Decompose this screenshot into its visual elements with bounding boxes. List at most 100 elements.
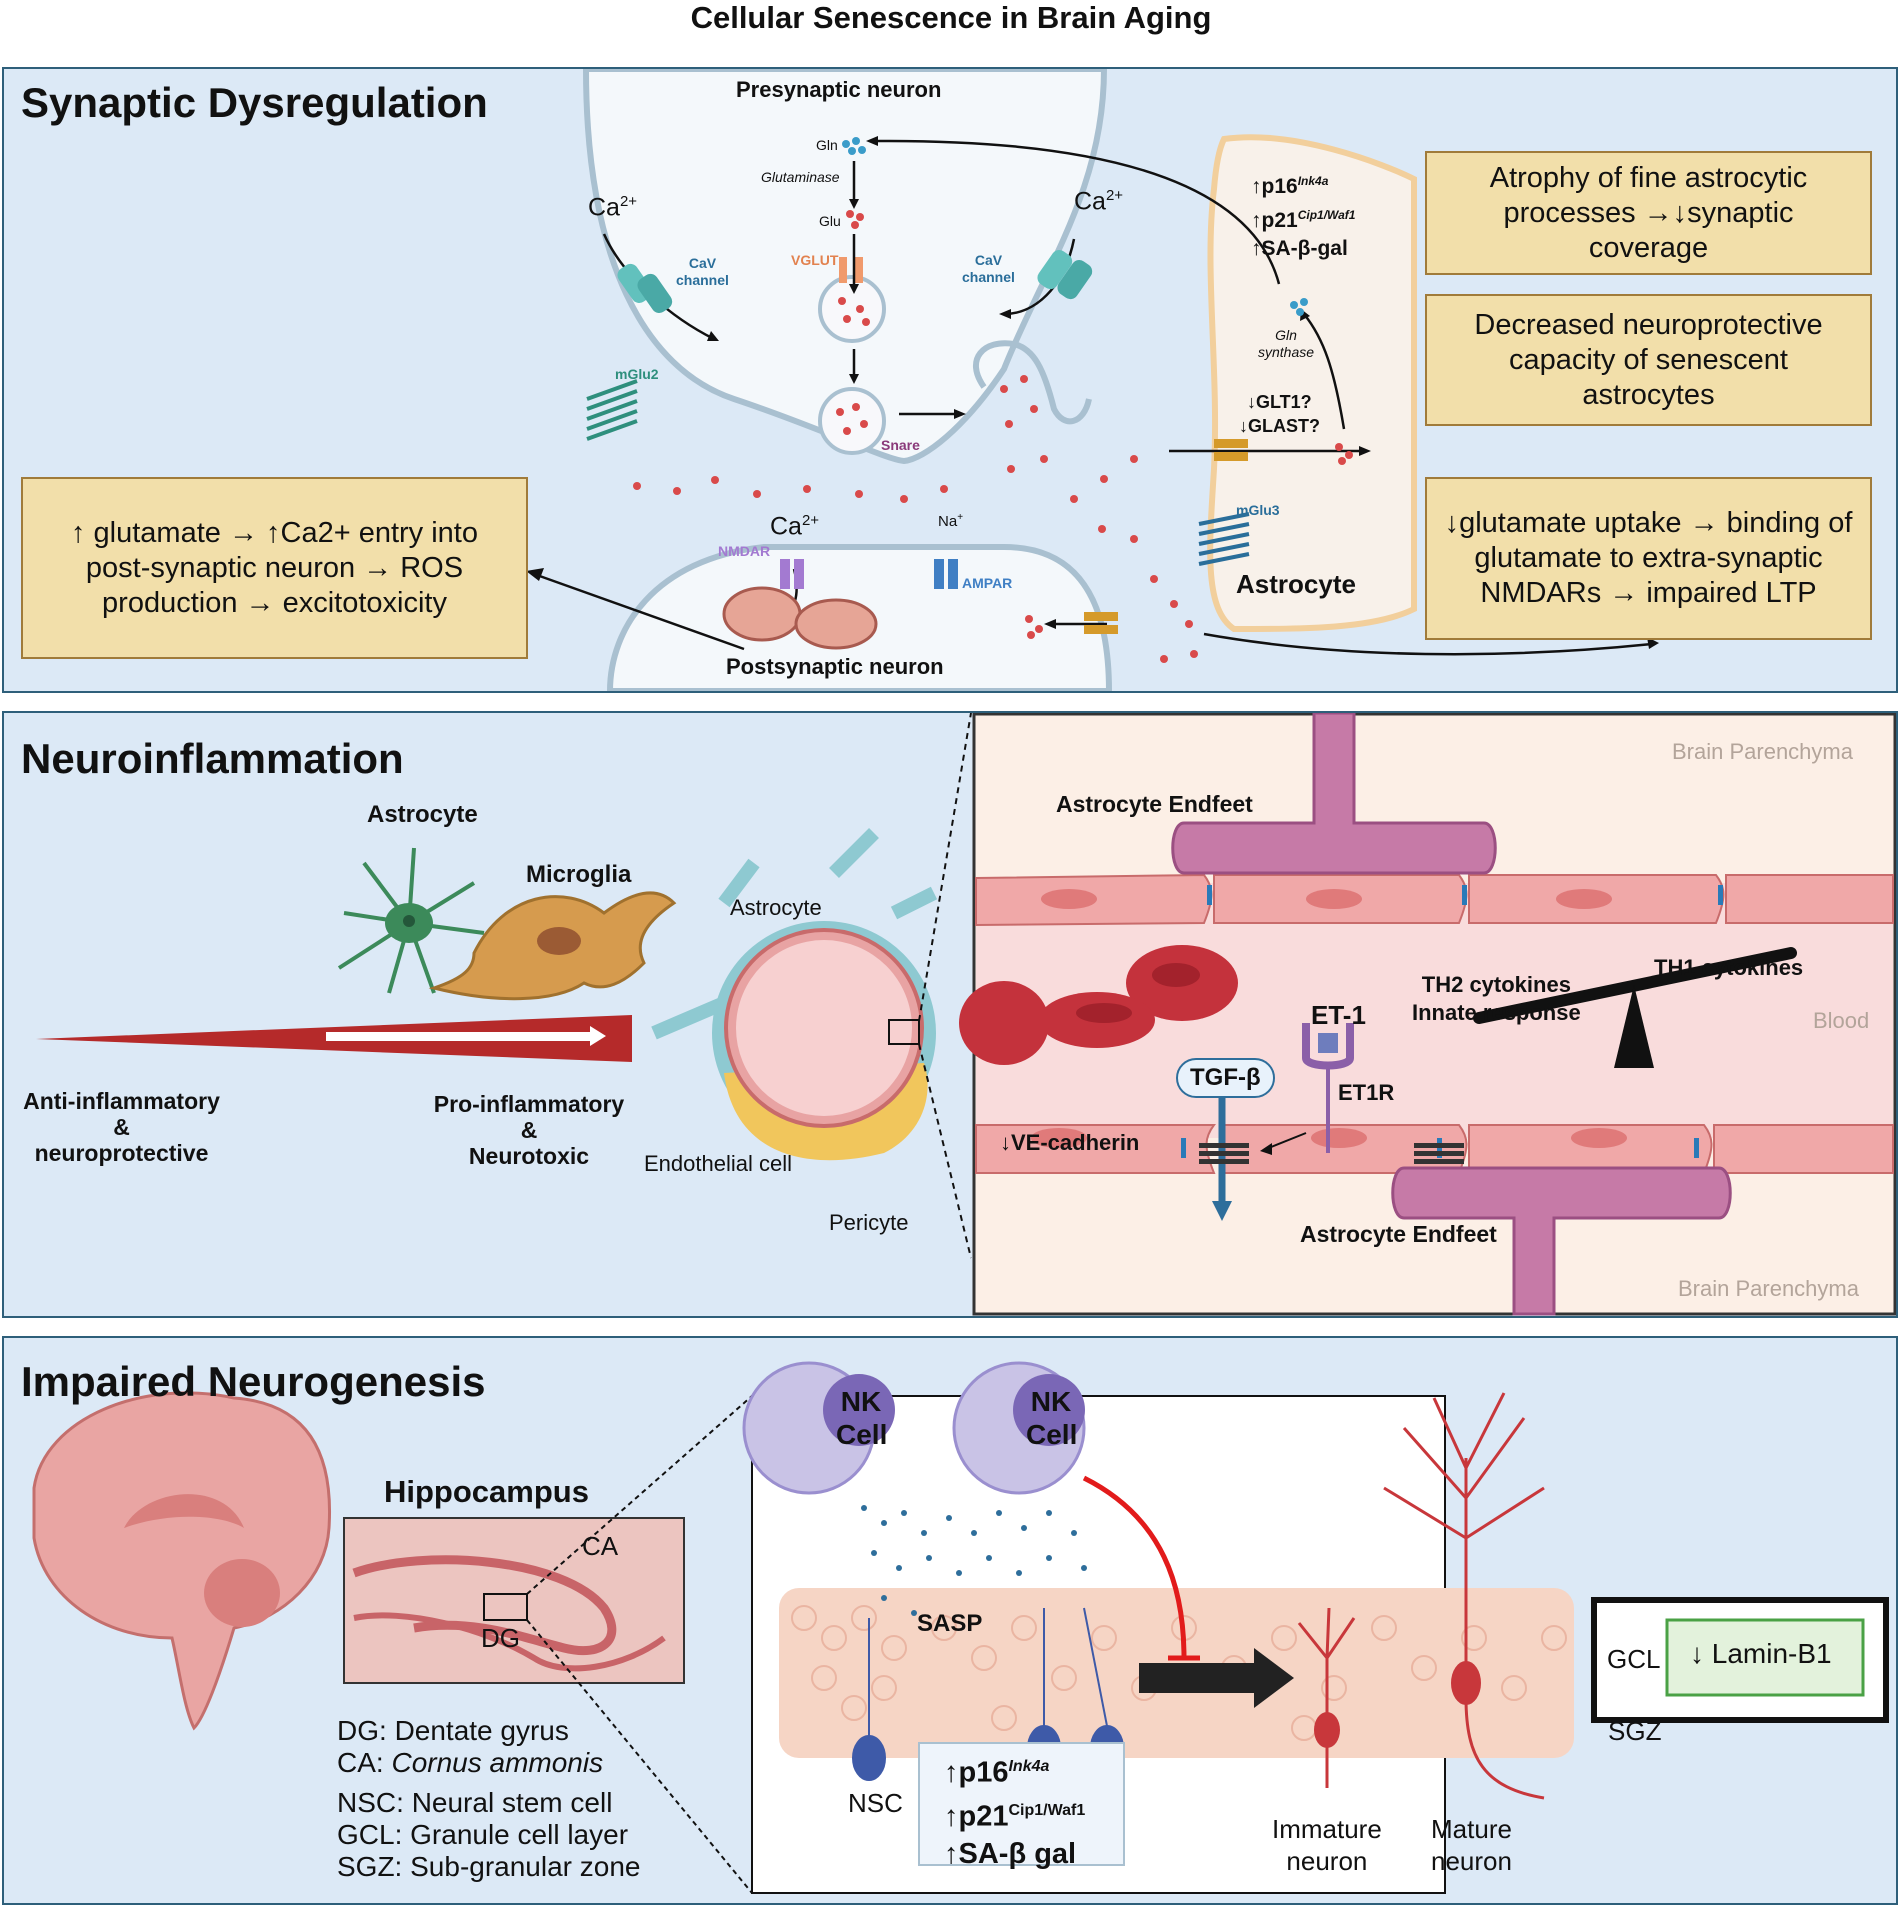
panel2-title: Neuroinflammation (21, 735, 404, 782)
mglu2-receptor (586, 379, 638, 441)
mitochondrion-1 (722, 586, 802, 642)
lamin-box (1665, 1618, 1865, 1697)
panel-neuroinflammation: Neuroinflammation Astrocyte Microglia An… (2, 711, 1898, 1318)
neuroprotective-box: Decreased neuroprotective capacity of se… (1425, 294, 1872, 426)
th1-label: TH1 cytokines (1654, 955, 1804, 980)
presynaptic-spine (973, 340, 1092, 425)
gln-label: Gln (816, 137, 838, 153)
vesicle-2 (818, 387, 886, 455)
sgz-label: SGZ (1608, 1716, 1662, 1746)
glast-label: ↓GLAST? (1239, 416, 1320, 436)
panel-impaired-neurogenesis: Impaired Neurogenesis Hippocampus CA DG … (2, 1336, 1898, 1905)
synapse-illustration (526, 69, 1659, 691)
gln-astrocyte-dots (1290, 298, 1308, 316)
mglu2-label: mGlu2 (615, 366, 659, 382)
legend-ca: CA: Cornus ammonis (337, 1747, 604, 1778)
na-label: Na+ (938, 512, 964, 530)
nsc-label: NSC (848, 1788, 903, 1818)
seesaw-fulcrum (1614, 985, 1654, 1068)
marker-p16: ↑p16Ink4a (1251, 174, 1329, 198)
astrocyte-cell (337, 847, 485, 994)
astrocyte-body (1207, 134, 1417, 633)
brain-sagittal (32, 1391, 332, 1731)
endothelial-top (975, 873, 1894, 927)
tgf-beta-badge: TGF-β (1176, 1058, 1275, 1098)
pro-inflammatory-label: Pro-inflammatory&Neurotoxic (433, 1091, 625, 1169)
mature-neuron (1383, 1392, 1545, 1800)
dg-region-label: DG (481, 1623, 520, 1653)
nsc-marker-box (918, 1742, 1125, 1866)
blood-label: Blood (1813, 1008, 1870, 1033)
nk-cell-2 (952, 1361, 1086, 1495)
astrocyte-cell-label: Astrocyte (367, 801, 478, 828)
panel-synaptic-dysregulation: Synaptic Dysregulation Presynaptic neuro… (2, 67, 1898, 693)
atrophy-box: Atrophy of fine astrocytic processes →↓s… (1425, 151, 1872, 275)
excitotoxicity-box: ↑ glutamate → ↑Ca2+ entry into post-syna… (21, 477, 528, 659)
endfeet-top-label: Astrocyte Endfeet (1056, 791, 1253, 817)
et1r-label: ET1R (1338, 1080, 1395, 1105)
neuro-marker-p16: ↑p16Ink4a (944, 1756, 1050, 1789)
maturation-arrow (1139, 1663, 1259, 1693)
glt1-label: ↓GLT1? (1247, 392, 1312, 412)
et1r-receptor (1302, 1023, 1354, 1070)
legend-nsc: NSC: Neural stem cell (337, 1787, 613, 1818)
cav-channel-left (617, 263, 673, 313)
panel1-title: Synaptic Dysregulation (21, 79, 488, 126)
figure-title: Cellular Senescence in Brain Aging (690, 0, 1212, 35)
red-blood-cell-3 (959, 981, 1049, 1065)
vglut-transporter (839, 257, 847, 283)
glu-label: Glu (819, 213, 841, 229)
snare-label: Snare (881, 437, 920, 453)
nsc-markers: ↑p16Ink4a ↑p21Cip1/Waf1 ↑SA-β gal (944, 1748, 1085, 1873)
hippocampus-label: Hippocampus (384, 1474, 589, 1509)
endothelial-bottom (975, 1124, 1894, 1174)
vessel-cross-section (651, 713, 972, 1259)
glutamate-uptake-box: ↓glutamate uptake → binding of glutamate… (1425, 477, 1872, 640)
et1-label: ET-1 (1311, 1000, 1366, 1030)
anti-inflammatory-label: Anti-inflammatory&neuroprotective (23, 1088, 220, 1166)
mitochondrion-2 (794, 598, 878, 650)
microglia-label: Microglia (526, 861, 632, 888)
gln-dots (842, 137, 866, 155)
glu-dots (846, 210, 864, 229)
gcl-label: GCL (1607, 1644, 1661, 1674)
nmdar-receptor (780, 559, 790, 589)
legend-sgz: SGZ: Sub-granular zone (337, 1851, 641, 1882)
glutaminase-label: Glutaminase (761, 169, 840, 185)
ca-region-label: CA (582, 1531, 619, 1561)
ca-label-post: Ca2+ (770, 512, 820, 541)
legend-gcl: GCL: Granule cell layer (337, 1819, 629, 1850)
lamin-b1-label: ↓ Lamin-B1 (1690, 1638, 1832, 1669)
postsynaptic-transporter (1084, 612, 1118, 621)
marker-sa-gal: ↑SA-β-gal (1251, 237, 1348, 260)
glt-transporter (1214, 439, 1248, 448)
postsynaptic-label: Postsynaptic neuron (726, 654, 944, 679)
ve-cadherin-label: ↓VE-cadherin (1000, 1130, 1140, 1155)
nk-cell-1 (742, 1361, 895, 1495)
legend-dg: DG: Dentate gyrus (337, 1715, 569, 1746)
sasp-label: SASP (917, 1610, 983, 1637)
vessel-astrocyte-label: Astrocyte (730, 895, 822, 920)
mglu3-receptor (1198, 512, 1250, 566)
presynaptic-label: Presynaptic neuron (736, 77, 942, 102)
endothelial-label: Endothelial cell (644, 1151, 792, 1176)
ampar-receptor (934, 559, 944, 589)
nmdar-label: NMDAR (718, 543, 771, 559)
marker-p21: ↑p21Cip1/Waf1 (1251, 208, 1356, 232)
nk-inhibition-line (1082, 1475, 1187, 1659)
neuro-marker-p21: ↑p21Cip1/Waf1 (944, 1800, 1086, 1833)
vglut-label: VGLUT (791, 252, 839, 268)
ca-label-right: Ca2+ (1074, 187, 1124, 216)
mglu3-label: mGlu3 (1236, 502, 1280, 518)
cav-channel-right (1037, 250, 1093, 300)
neuro-marker-sa-gal: ↑SA-β gal (944, 1838, 1077, 1871)
pericyte-label: Pericyte (829, 1210, 909, 1235)
ca-label-left: Ca2+ (588, 193, 638, 222)
sasp-particles (861, 1505, 1087, 1616)
panel3-title: Impaired Neurogenesis (21, 1358, 486, 1405)
